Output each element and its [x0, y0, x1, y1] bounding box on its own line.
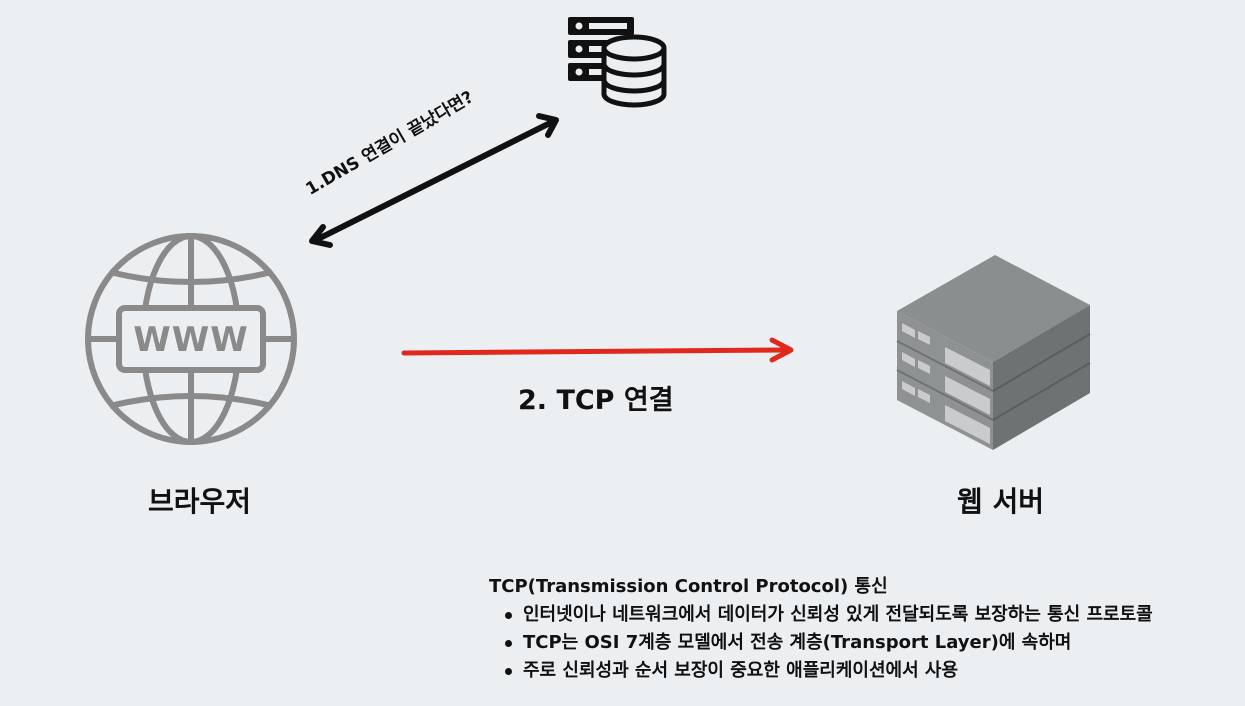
browser-label: 브라우저: [148, 485, 252, 518]
dns-double-arrow: [309, 113, 559, 248]
database-server-icon: [568, 17, 667, 108]
info-bullet: 주로 신뢰성과 순서 보장이 중요한 애플리케이션에서 사용: [505, 657, 1153, 685]
tcp-arrow: [401, 337, 794, 363]
tcp-info-box: TCP(Transmission Control Protocol) 통신 인터…: [489, 573, 1153, 685]
web-server-label: 웹 서버: [957, 485, 1045, 518]
info-bullet: TCP는 OSI 7계층 모델에서 전송 계층(Transport Layer)…: [505, 629, 1153, 657]
server-rack-icon: [896, 255, 1091, 450]
info-title: TCP(Transmission Control Protocol) 통신: [489, 576, 888, 597]
tcp-edge-label: 2. TCP 연결: [518, 385, 674, 416]
info-bullet-list: 인터넷이나 네트워크에서 데이터가 신뢰성 있게 전달되도록 보장하는 통신 프…: [489, 601, 1153, 685]
globe-www-icon: [85, 233, 297, 445]
info-bullet: 인터넷이나 네트워크에서 데이터가 신뢰성 있게 전달되도록 보장하는 통신 프…: [505, 601, 1153, 629]
globe-www-text: WWW: [133, 320, 249, 360]
